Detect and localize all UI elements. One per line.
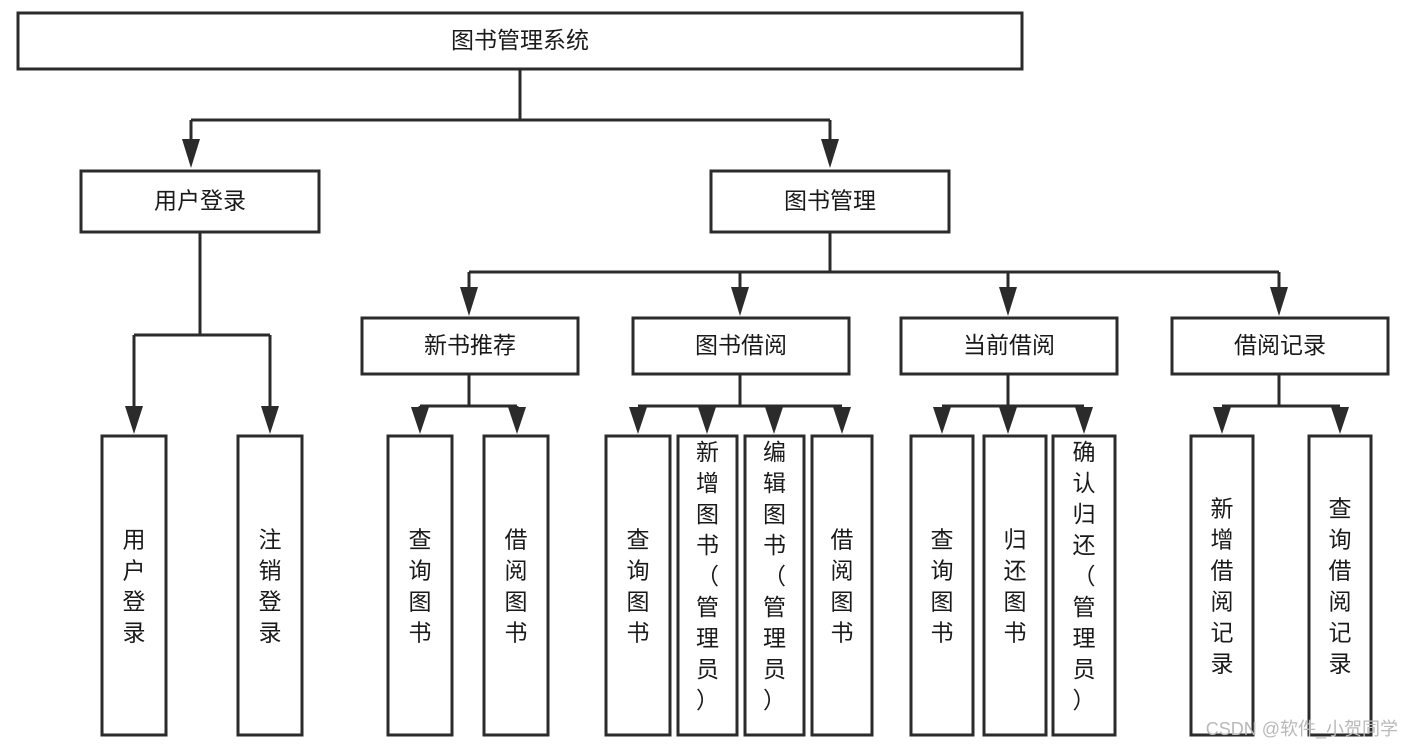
node-label-current-borrow: 当前借阅: [963, 332, 1055, 358]
connector-group-book-manage: [460, 232, 1288, 316]
arrow-to-leaf-add-book: [698, 407, 716, 434]
connector-group-user-login: [125, 232, 279, 434]
node-box-new-book-recommend[interactable]: [360, 316, 580, 376]
arrow-to-user-login: [182, 139, 200, 168]
node-label-root: 图书管理系统: [451, 27, 589, 53]
connector-group-current-borrow: [933, 374, 1093, 434]
arrow-to-leaf-return-book: [999, 407, 1017, 434]
watermark-label: CSDN @软件_小贺同学: [1206, 719, 1398, 740]
arrow-to-leaf-user-login: [125, 406, 143, 434]
connector-group-borrow-record: [1213, 374, 1349, 434]
node-leaf-query-record[interactable]: 查询借阅记录: [1307, 434, 1373, 737]
node-label-leaf-query-record: 查询借阅记录: [1329, 496, 1352, 677]
node-leaf-borrow-book-rec[interactable]: 借阅图书: [482, 434, 550, 737]
node-label-leaf-borrow-book: 借阅图书: [831, 527, 854, 646]
node-box-leaf-query-book-rec[interactable]: [386, 434, 454, 737]
arrow-to-leaf-confirm-return: [1075, 407, 1093, 434]
arrow-to-leaf-query-book-borrow: [629, 407, 647, 434]
arrow-to-leaf-borrow-book: [833, 407, 851, 434]
node-leaf-add-record[interactable]: 新增借阅记录: [1189, 434, 1255, 737]
node-label-leaf-confirm-return: 确认归还（管理员）: [1073, 439, 1096, 713]
node-box-leaf-confirm-return[interactable]: [1051, 434, 1117, 737]
nodes-layer: 图书管理系统用户登录图书管理新书推荐图书借阅当前借阅借阅记录用户登录注销登录查询…: [16, 11, 1390, 737]
node-leaf-user-login[interactable]: 用户登录: [100, 434, 168, 737]
node-leaf-edit-book[interactable]: 编辑图书（管理员）: [743, 434, 806, 737]
node-label-leaf-edit-book: 编辑图书（管理员）: [763, 439, 786, 713]
node-box-current-borrow[interactable]: [899, 316, 1119, 376]
node-box-book-borrow[interactable]: [631, 316, 851, 376]
arrow-to-leaf-add-record: [1213, 407, 1231, 434]
node-label-leaf-logout: 注销登录: [259, 527, 282, 646]
node-leaf-confirm-return[interactable]: 确认归还（管理员）: [1051, 434, 1117, 737]
node-label-leaf-borrow-book-rec: 借阅图书: [505, 527, 528, 646]
node-label-new-book-recommend: 新书推荐: [424, 332, 516, 358]
node-box-leaf-query-book-borrow[interactable]: [604, 434, 672, 737]
node-user-login[interactable]: 用户登录: [79, 169, 321, 234]
arrow-to-leaf-query-book-rec: [411, 407, 429, 434]
node-box-leaf-add-record[interactable]: [1189, 434, 1255, 737]
node-box-leaf-return-book[interactable]: [982, 434, 1048, 737]
node-root[interactable]: 图书管理系统: [16, 11, 1024, 71]
node-borrow-record[interactable]: 借阅记录: [1170, 316, 1390, 376]
node-leaf-logout[interactable]: 注销登录: [236, 434, 304, 737]
arrow-to-book-manage: [821, 139, 839, 168]
arrow-to-new-book-recommend: [460, 287, 478, 316]
node-label-leaf-query-book-cur: 查询图书: [931, 527, 954, 646]
node-label-book-manage: 图书管理: [784, 188, 876, 214]
node-leaf-return-book[interactable]: 归还图书: [982, 434, 1048, 737]
node-label-leaf-user-login: 用户登录: [123, 527, 146, 646]
node-leaf-query-book-cur[interactable]: 查询图书: [909, 434, 975, 737]
node-current-borrow[interactable]: 当前借阅: [899, 316, 1119, 376]
node-leaf-query-book-borrow[interactable]: 查询图书: [604, 434, 672, 737]
connector-group-new-book-recommend: [411, 374, 526, 434]
arrow-to-leaf-query-book-cur: [933, 407, 951, 434]
node-label-borrow-record: 借阅记录: [1234, 332, 1326, 358]
connector-group-root: [182, 69, 839, 168]
node-box-leaf-borrow-book-rec[interactable]: [482, 434, 550, 737]
node-label-user-login: 用户登录: [154, 188, 246, 214]
node-box-user-login[interactable]: [79, 169, 321, 234]
connector-group-book-borrow: [629, 374, 851, 434]
node-leaf-query-book-rec[interactable]: 查询图书: [386, 434, 454, 737]
node-label-leaf-query-book-rec: 查询图书: [409, 527, 432, 646]
node-box-leaf-user-login[interactable]: [100, 434, 168, 737]
arrow-to-leaf-borrow-book-rec: [508, 407, 526, 434]
node-new-book-recommend[interactable]: 新书推荐: [360, 316, 580, 376]
node-label-leaf-query-book-borrow: 查询图书: [627, 527, 650, 646]
node-box-leaf-add-book[interactable]: [676, 434, 739, 737]
arrow-to-borrow-record: [1270, 287, 1288, 316]
node-box-leaf-edit-book[interactable]: [743, 434, 806, 737]
node-label-book-borrow: 图书借阅: [695, 332, 787, 358]
node-box-leaf-query-record[interactable]: [1307, 434, 1373, 737]
node-box-leaf-query-book-cur[interactable]: [909, 434, 975, 737]
node-box-root[interactable]: [16, 11, 1024, 71]
node-label-leaf-add-book: 新增图书（管理员）: [696, 439, 719, 713]
node-box-leaf-borrow-book[interactable]: [810, 434, 874, 737]
node-box-leaf-logout[interactable]: [236, 434, 304, 737]
node-leaf-borrow-book[interactable]: 借阅图书: [810, 434, 874, 737]
node-box-borrow-record[interactable]: [1170, 316, 1390, 376]
node-book-manage[interactable]: 图书管理: [709, 169, 951, 234]
arrow-to-leaf-query-record: [1331, 407, 1349, 434]
node-book-borrow[interactable]: 图书借阅: [631, 316, 851, 376]
node-box-book-manage[interactable]: [709, 169, 951, 234]
arrow-to-leaf-edit-book: [765, 407, 783, 434]
node-leaf-add-book[interactable]: 新增图书（管理员）: [676, 434, 739, 737]
arrow-to-current-borrow: [999, 287, 1017, 316]
node-label-leaf-return-book: 归还图书: [1004, 527, 1027, 646]
arrow-to-leaf-logout: [261, 406, 279, 434]
node-label-leaf-add-record: 新增借阅记录: [1211, 496, 1234, 677]
arrow-to-book-borrow: [731, 287, 749, 316]
